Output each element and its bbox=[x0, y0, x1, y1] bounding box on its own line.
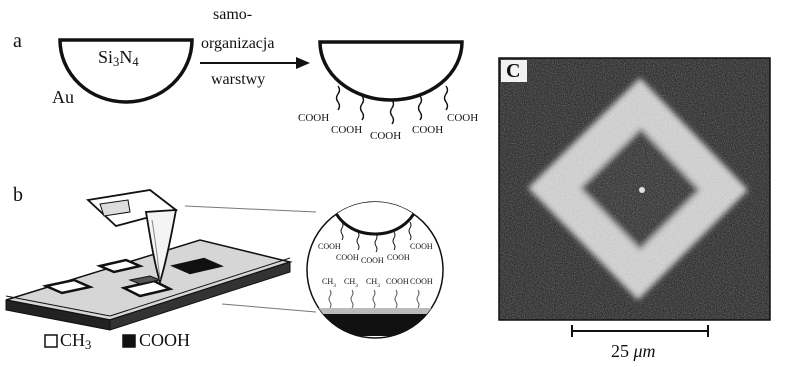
panel-b bbox=[6, 190, 450, 347]
panel-b-label: b bbox=[13, 185, 23, 205]
panel-c bbox=[499, 58, 770, 337]
tip-material-label: Si3N4 bbox=[98, 48, 139, 69]
tip-after bbox=[320, 42, 462, 100]
cooh-group: COOH bbox=[370, 131, 401, 142]
legend-label-cooh: COOH bbox=[139, 331, 190, 349]
zoom-cooh-group: COOH bbox=[361, 257, 384, 265]
zoom-guide-bottom bbox=[222, 304, 316, 312]
surface-cooh-group: COOH bbox=[386, 278, 409, 286]
panel-a-label: a bbox=[13, 31, 22, 51]
arrow-head bbox=[296, 57, 310, 69]
cooh-group: COOH bbox=[331, 125, 362, 136]
zoom-cooh-group: COOH bbox=[318, 243, 341, 251]
gold-coating-label: Au bbox=[52, 88, 74, 106]
zoom-substrate-light bbox=[300, 308, 450, 314]
zoom-cooh-group: COOH bbox=[336, 254, 359, 262]
zoom-substrate-dark bbox=[300, 314, 450, 336]
scale-bar-label: 25 μm bbox=[611, 342, 656, 360]
cooh-group: COOH bbox=[447, 113, 478, 124]
cooh-group: COOH bbox=[412, 125, 443, 136]
zoom-guide-top bbox=[185, 206, 316, 212]
panel-c-label: C bbox=[506, 61, 520, 81]
arrow-label-line3: warstwy bbox=[211, 72, 265, 88]
legend-label-ch3: CH3 bbox=[60, 331, 91, 352]
surface-ch3-group: CH3 bbox=[344, 278, 358, 290]
legend-swatch-cooh bbox=[123, 335, 135, 347]
arrow-label-line1: samo- bbox=[213, 7, 252, 23]
cooh-group: COOH bbox=[298, 113, 329, 124]
zoom-cooh-group: COOH bbox=[410, 243, 433, 251]
legend-swatch-ch3 bbox=[45, 335, 57, 347]
zoom-cooh-group: COOH bbox=[387, 254, 410, 262]
surface-ch3-group: CH3 bbox=[366, 278, 380, 290]
arrow-label-line2: organizacja bbox=[201, 36, 274, 52]
surface-ch3-group: CH3 bbox=[322, 278, 336, 290]
surface-cooh-group: COOH bbox=[410, 278, 433, 286]
